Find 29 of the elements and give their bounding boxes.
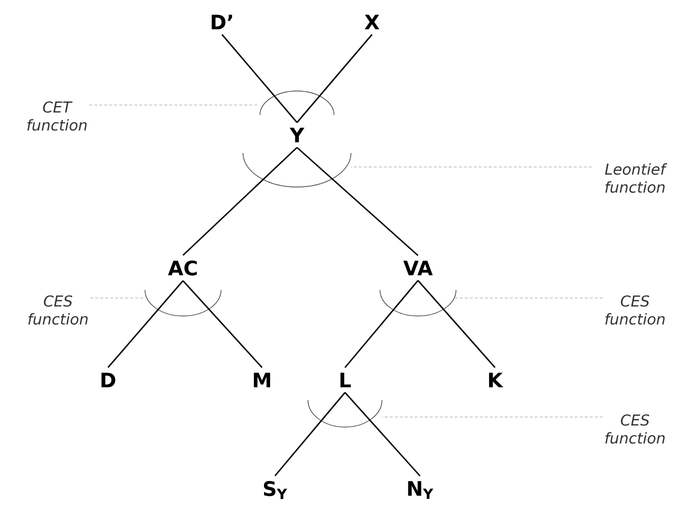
- variable-label: L: [340, 372, 351, 388]
- variable-label: D’: [212, 14, 232, 30]
- branch-line: [417, 280, 496, 368]
- variable-label: AC: [168, 260, 197, 276]
- leader-line: [350, 166, 592, 168]
- variable-label: Y: [290, 128, 304, 142]
- leader-line: [88, 104, 258, 106]
- branch-line: [274, 392, 346, 476]
- function-label: CES function: [28, 295, 88, 325]
- variable-label: S$_{Y}$: [264, 481, 288, 499]
- branch-line: [344, 392, 421, 476]
- branch-line: [182, 146, 298, 256]
- branch-line: [296, 146, 418, 256]
- branch-line: [344, 280, 419, 368]
- branch-line: [296, 34, 373, 123]
- function-label: CES function: [605, 295, 665, 325]
- function-label: CES function: [605, 414, 665, 444]
- variable-label: K: [489, 372, 504, 388]
- leader-line: [382, 416, 604, 418]
- variable-label: D: [102, 372, 116, 388]
- variable-label: M: [254, 372, 270, 388]
- variable-label: X: [364, 14, 380, 30]
- function-label: CET function: [27, 101, 87, 131]
- function-label: Leontief function: [605, 163, 668, 193]
- variable-label: VA: [403, 260, 433, 276]
- branch-line: [221, 34, 298, 123]
- branch-line: [182, 280, 263, 368]
- variable-label: N$_{Y}$: [408, 481, 434, 499]
- branch-line: [107, 280, 184, 368]
